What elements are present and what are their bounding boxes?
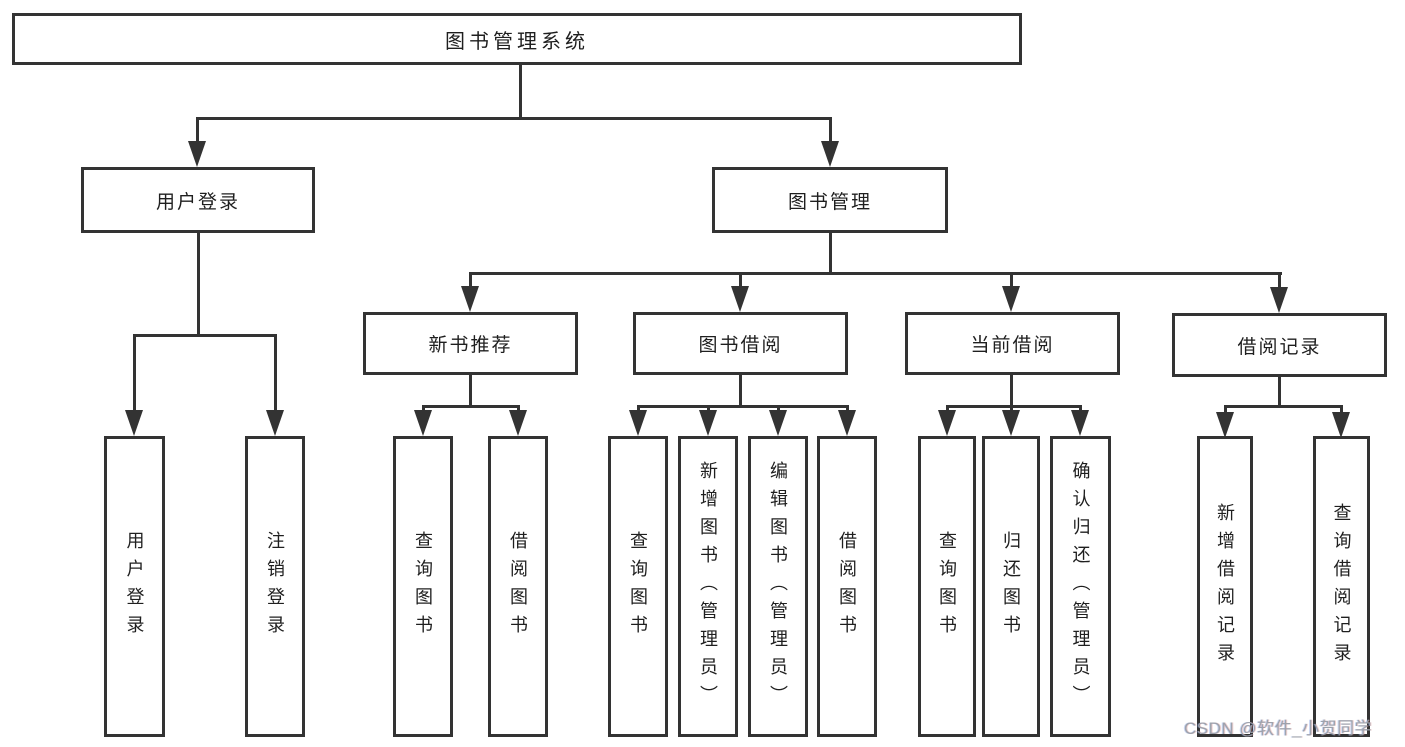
node-label: 图书管理系统 — [445, 30, 589, 53]
connector-line — [468, 271, 1282, 275]
node-label: 查询借阅记录 — [1331, 502, 1352, 671]
node-label: 注销登录 — [265, 530, 285, 643]
arrowhead-down-icon — [266, 410, 284, 436]
node-new-book-rec: 新书推荐 — [363, 312, 578, 375]
node-label: 新增借阅记录 — [1215, 502, 1235, 671]
node-label: 确认归还（管理员） — [1070, 460, 1091, 713]
arrowhead-down-icon — [838, 410, 856, 436]
connector-line — [518, 63, 522, 120]
arrowhead-down-icon — [938, 410, 956, 436]
arrow-stem — [738, 271, 742, 294]
arrowhead-down-icon — [629, 410, 647, 436]
connector-line — [132, 333, 277, 337]
node-leaf-query-books-2: 查询图书 — [608, 436, 668, 737]
node-label: 用户登录 — [155, 191, 240, 213]
node-label: 用户登录 — [124, 530, 145, 643]
connector-line — [1223, 404, 1343, 408]
watermark: CSDN @软件_小贺同学 — [1184, 719, 1373, 738]
arrowhead-down-icon — [509, 410, 527, 436]
node-label: 查询图书 — [628, 530, 648, 643]
node-leaf-borrow-books-2: 借阅图书 — [817, 436, 877, 737]
node-leaf-return-books: 归还图书 — [982, 436, 1040, 737]
arrow-stem — [1009, 271, 1013, 294]
arrowhead-down-icon — [1270, 287, 1288, 313]
arrowhead-down-icon — [125, 410, 143, 436]
node-label: 当前借阅 — [970, 335, 1055, 356]
arrow-stem — [468, 271, 472, 294]
node-label: 新书推荐 — [428, 335, 513, 356]
node-leaf-add-book-admin: 新增图书（管理员） — [678, 436, 738, 737]
node-user-login: 用户登录 — [81, 167, 315, 233]
node-leaf-edit-book-admin: 编辑图书（管理员） — [748, 436, 808, 737]
connector-line — [945, 404, 1082, 408]
node-label: 图书管理 — [787, 191, 872, 213]
node-label: 编辑图书（管理员） — [768, 460, 788, 713]
arrowhead-down-icon — [414, 410, 432, 436]
node-book-mgmt: 图书管理 — [712, 167, 948, 233]
node-leaf-query-books-1: 查询图书 — [393, 436, 453, 737]
node-leaf-logout: 注销登录 — [245, 436, 305, 737]
arrowhead-down-icon — [731, 286, 749, 312]
node-label: 查询图书 — [937, 530, 957, 643]
arrow-stem — [195, 116, 199, 149]
connector-line — [828, 231, 832, 275]
node-label: 借阅图书 — [508, 530, 528, 643]
node-book-borrow: 图书借阅 — [633, 312, 848, 375]
arrow-stem — [273, 333, 277, 418]
arrow-stem — [1277, 271, 1281, 295]
arrowhead-down-icon — [699, 410, 717, 436]
arrowhead-down-icon — [461, 286, 479, 312]
arrowhead-down-icon — [1002, 286, 1020, 312]
connector-line — [1277, 375, 1281, 408]
arrowhead-down-icon — [188, 141, 206, 167]
node-label: 查询图书 — [413, 530, 433, 643]
node-borrow-records: 借阅记录 — [1172, 313, 1387, 377]
node-label: 图书借阅 — [698, 335, 783, 356]
arrowhead-down-icon — [1071, 410, 1089, 436]
node-leaf-add-borrow-record: 新增借阅记录 — [1197, 436, 1253, 737]
arrowhead-down-icon — [769, 410, 787, 436]
node-leaf-user-login: 用户登录 — [104, 436, 165, 737]
connector-line — [636, 404, 849, 408]
arrowhead-down-icon — [1332, 412, 1350, 438]
node-leaf-query-borrow-record: 查询借阅记录 — [1313, 436, 1370, 737]
node-label: 新增图书（管理员） — [698, 460, 718, 713]
arrow-stem — [828, 116, 832, 149]
connector-line — [738, 373, 742, 408]
node-leaf-borrow-books-1: 借阅图书 — [488, 436, 548, 737]
arrow-stem — [132, 333, 136, 418]
node-label: 归还图书 — [1001, 530, 1021, 643]
connector-line — [1009, 373, 1013, 408]
node-leaf-confirm-return-admin: 确认归还（管理员） — [1050, 436, 1111, 737]
connector-line — [196, 231, 200, 337]
arrowhead-down-icon — [1002, 410, 1020, 436]
node-leaf-query-books-3: 查询图书 — [918, 436, 976, 737]
node-root: 图书管理系统 — [12, 13, 1022, 65]
connector-line — [421, 404, 520, 408]
arrowhead-down-icon — [821, 141, 839, 167]
arrowhead-down-icon — [1216, 412, 1234, 438]
connector-line — [468, 373, 472, 408]
connector-line — [195, 116, 832, 120]
node-label: 借阅图书 — [837, 530, 857, 643]
node-label: 借阅记录 — [1237, 336, 1322, 358]
node-current-borrow: 当前借阅 — [905, 312, 1120, 375]
